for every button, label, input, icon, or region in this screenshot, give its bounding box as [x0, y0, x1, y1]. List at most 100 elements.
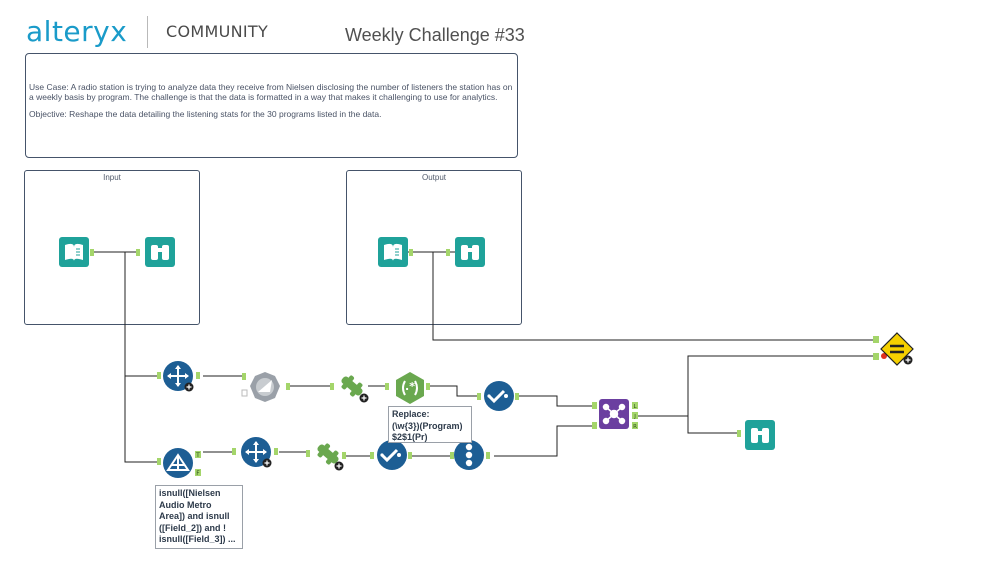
left-input-anchor[interactable] — [592, 402, 597, 409]
connections — [94, 251, 873, 463]
annotation-line: $2$1(Pr) — [392, 432, 428, 442]
right-anchor-label: R — [633, 424, 637, 430]
check-icon — [487, 389, 506, 404]
community-label: COMMUNITY — [166, 22, 269, 41]
check-icon — [380, 448, 399, 463]
input-anchor[interactable] — [450, 452, 454, 459]
alteryx-logo: alteryx — [26, 15, 128, 48]
output-anchor[interactable] — [426, 383, 430, 390]
numbers-icon — [465, 443, 473, 467]
select-tool-1[interactable] — [157, 361, 200, 392]
output-container[interactable]: Output — [346, 170, 522, 325]
output-anchor[interactable] — [286, 383, 290, 390]
book-icon — [384, 243, 402, 261]
output-anchor[interactable] — [408, 452, 412, 459]
connection-line — [518, 395, 592, 407]
svg-text:.*: .* — [405, 380, 415, 393]
input-anchor[interactable] — [446, 249, 450, 256]
right-input-anchor[interactable] — [592, 422, 597, 429]
crosshair-icon — [245, 441, 267, 463]
input-anchor[interactable] — [477, 393, 481, 400]
objective-text: Objective: Reshape the data detailing th… — [29, 109, 382, 119]
input-anchor[interactable] — [157, 372, 161, 379]
join-anchor-label: J — [633, 414, 636, 420]
input-container-label: Input — [103, 173, 121, 182]
triangle-icon — [166, 453, 190, 471]
output-anchor[interactable] — [342, 452, 346, 459]
logo-divider — [147, 16, 148, 48]
formula-tool-2[interactable] — [370, 440, 412, 470]
filter-annotation: isnull([Nielsen Audio Metro Area]) and i… — [155, 485, 243, 549]
error-icon — [881, 353, 887, 359]
filter-tool[interactable]: T F — [157, 448, 201, 478]
binoculars-icon — [751, 428, 769, 443]
join-icon — [602, 403, 626, 425]
input-anchor[interactable] — [737, 430, 741, 437]
challenge-title: Weekly Challenge #33 — [345, 25, 525, 45]
false-anchor[interactable] — [195, 469, 201, 476]
output-anchor[interactable] — [196, 372, 200, 379]
join-output-anchor[interactable] — [632, 412, 638, 419]
triangle-icon — [258, 380, 272, 392]
output-anchor[interactable] — [486, 452, 490, 459]
autofield-tool-2[interactable] — [306, 440, 346, 471]
annotation-line: (\w{3})(Program) — [392, 420, 463, 431]
input-data-tool[interactable] — [59, 237, 94, 267]
regex-icon — [396, 372, 424, 404]
input-anchor[interactable] — [232, 448, 236, 455]
formula-tool-1[interactable] — [477, 381, 519, 411]
connection-line — [430, 385, 477, 397]
autofield-tool-1[interactable] — [330, 372, 369, 403]
binoculars-icon — [151, 245, 169, 260]
input-anchor[interactable] — [157, 458, 161, 465]
select-tool-2[interactable] — [232, 437, 278, 468]
crosshair-icon — [167, 365, 189, 387]
join-tool[interactable]: L J R — [592, 399, 638, 430]
input-anchor[interactable] — [136, 249, 140, 256]
output-anchor[interactable] — [274, 448, 278, 455]
output-browse-tool[interactable] — [446, 237, 485, 267]
test-tool[interactable] — [873, 332, 914, 366]
regex-annotation: Replace: (\w{3})(Program) $2$1(Pr) — [388, 406, 472, 443]
annotation-line: Audio Metro — [159, 499, 212, 510]
book-icon — [65, 243, 83, 261]
left-output-anchor[interactable] — [632, 402, 638, 409]
input-container[interactable]: Input — [24, 170, 200, 325]
annotation-line: isnull([Field_3]) ... — [159, 534, 236, 544]
output-container-label: Output — [421, 173, 446, 182]
connection-line — [124, 252, 157, 377]
false-anchor-label: F — [196, 470, 200, 477]
connection-line — [124, 376, 157, 463]
input-anchor[interactable] — [385, 383, 389, 390]
true-anchor[interactable] — [195, 451, 201, 458]
description-box[interactable]: Use Case: A radio station is trying to a… — [25, 53, 518, 158]
sample-tool[interactable] — [241, 372, 290, 402]
annotation-line: Area]) and isnull — [159, 511, 230, 521]
annotation-line: ([Field_2]) and ! — [159, 522, 226, 533]
output-anchor[interactable] — [515, 393, 519, 400]
connection-line — [687, 416, 737, 434]
use-case-text: Use Case: A radio station is trying to a… — [29, 82, 513, 102]
right-output-anchor[interactable] — [632, 422, 638, 429]
connection-line — [638, 355, 873, 417]
input-anchor[interactable] — [242, 373, 246, 380]
output-data-tool[interactable] — [378, 237, 413, 267]
record-id-tool[interactable] — [450, 440, 490, 470]
final-browse-tool[interactable] — [737, 420, 775, 450]
input-browse-tool[interactable] — [136, 237, 175, 267]
input-anchor[interactable] — [306, 450, 310, 457]
input-anchor-1[interactable] — [873, 336, 879, 343]
annotation-line: isnull([Nielsen — [159, 488, 221, 498]
binoculars-icon — [461, 245, 479, 260]
left-anchor-label: L — [633, 404, 637, 410]
output-anchor[interactable] — [90, 249, 94, 256]
annotation-line: Replace: — [392, 409, 430, 419]
output-anchor[interactable] — [409, 249, 413, 256]
regex-tool[interactable]: .* — [385, 372, 430, 404]
true-anchor-label: T — [195, 452, 200, 459]
input-anchor[interactable] — [370, 452, 374, 459]
input-anchor-2[interactable] — [873, 353, 879, 360]
input-anchor[interactable] — [330, 383, 334, 390]
connection-line — [494, 425, 592, 457]
